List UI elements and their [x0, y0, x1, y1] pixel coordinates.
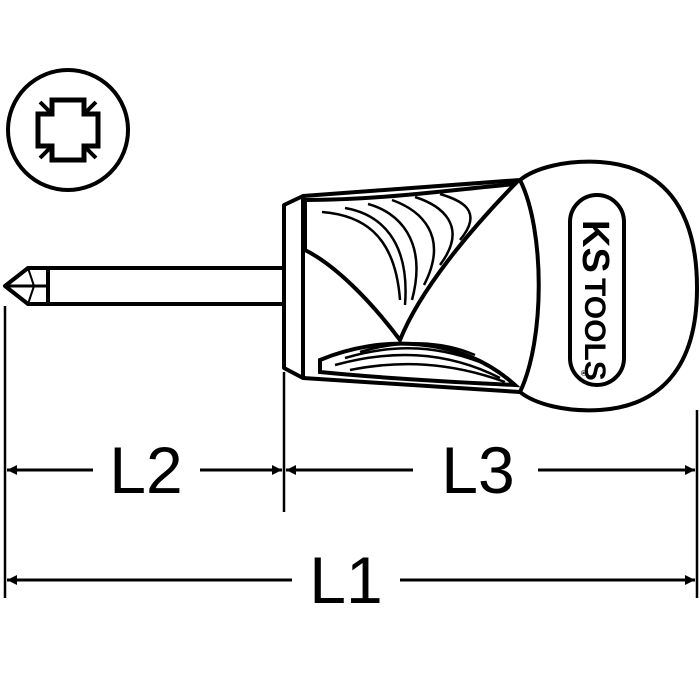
dimension-l1: L1 — [7, 543, 695, 617]
dimension-label-l3: L3 — [441, 433, 514, 507]
svg-text:TOOLS: TOOLS — [578, 278, 611, 381]
ks-tools-logo: KS TOOLS ® — [568, 193, 626, 387]
dimension-label-l1: L1 — [309, 543, 382, 617]
screwdriver-shaft — [46, 266, 286, 306]
svg-text:KS: KS — [574, 220, 616, 273]
svg-text:®: ® — [579, 370, 588, 376]
dimension-l2: L2 — [7, 433, 282, 507]
pozidriv-cross-icon — [6, 68, 130, 192]
dimension-label-l2: L2 — [109, 433, 182, 507]
screwdriver-handle — [282, 159, 699, 413]
extension-lines — [3, 306, 699, 598]
screwdriver-tip — [3, 266, 50, 306]
dimension-l3: L3 — [286, 433, 695, 507]
